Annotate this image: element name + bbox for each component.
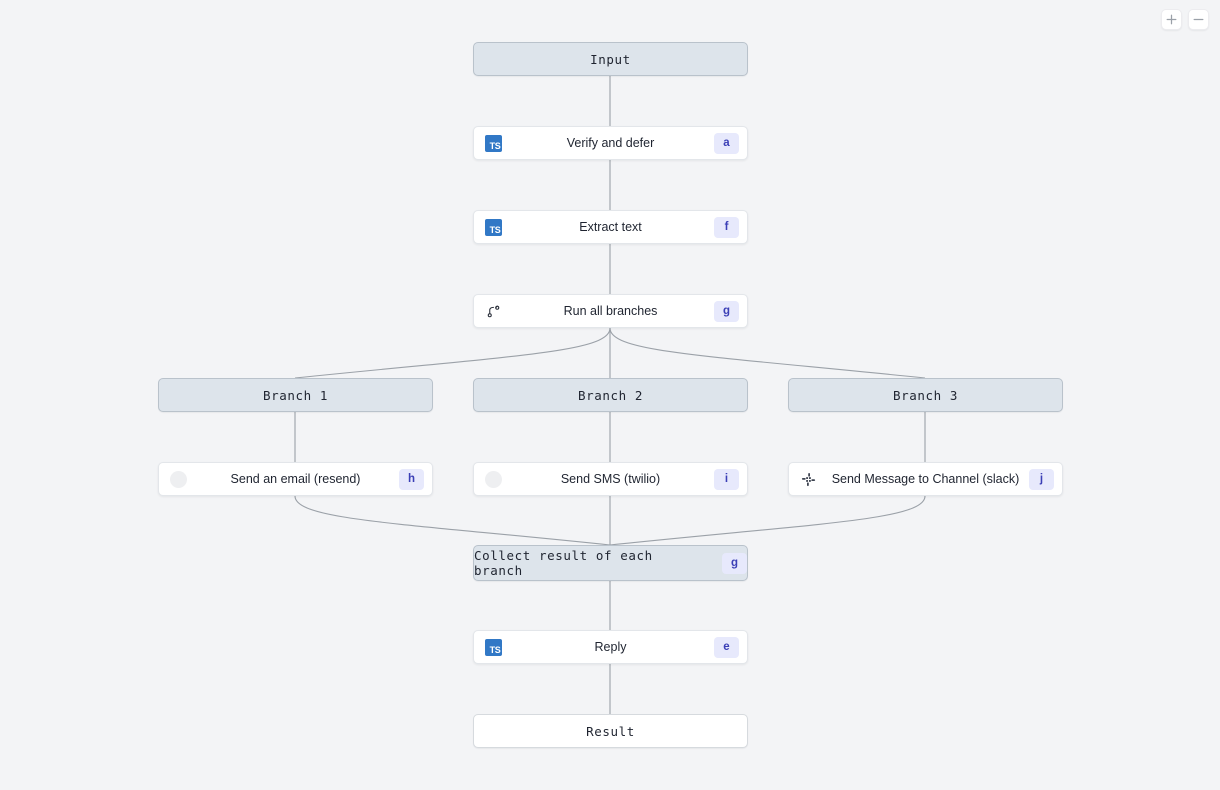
typescript-icon: TS <box>483 133 503 153</box>
node-branch-1[interactable]: Branch 1 <box>158 378 433 412</box>
node-result[interactable]: Result <box>473 714 748 748</box>
node-branch-1-label: Branch 1 <box>262 387 328 403</box>
node-run-all-branches-badge[interactable]: g <box>714 300 739 322</box>
node-result-label: Result <box>586 723 635 739</box>
branch-fork-icon <box>483 301 503 321</box>
node-run-all-branches[interactable]: Run all branches g <box>473 294 748 328</box>
node-send-an-email-label: Send an email (resend) <box>230 472 361 486</box>
node-branch-3-label: Branch 3 <box>892 387 958 403</box>
node-send-message-to-channel-badge[interactable]: j <box>1029 468 1054 490</box>
node-send-sms[interactable]: Send SMS (twilio) i <box>473 462 748 496</box>
node-send-sms-label: Send SMS (twilio) <box>560 472 661 486</box>
node-send-message-to-channel-label: Send Message to Channel (slack) <box>831 472 1020 486</box>
edge-runall-branch3 <box>609 327 926 379</box>
blank-circle-icon <box>483 469 503 489</box>
slack-icon <box>798 469 818 489</box>
node-extract-text[interactable]: TS Extract text f <box>473 210 748 244</box>
edge-slack-collect <box>609 495 926 546</box>
node-reply-badge[interactable]: e <box>714 636 739 658</box>
edge-runall-branch1 <box>294 327 611 379</box>
node-extract-text-badge[interactable]: f <box>714 216 739 238</box>
node-verify-and-defer[interactable]: TS Verify and defer a <box>473 126 748 160</box>
node-reply-label: Reply <box>594 640 627 654</box>
node-input-label: Input <box>590 51 631 67</box>
node-verify-and-defer-label: Verify and defer <box>566 136 655 150</box>
node-run-all-branches-label: Run all branches <box>563 304 658 318</box>
node-send-an-email-badge[interactable]: h <box>399 468 424 490</box>
minus-icon <box>1193 18 1204 21</box>
node-extract-text-label: Extract text <box>579 220 642 234</box>
zoom-out-button[interactable] <box>1188 9 1209 30</box>
node-branch-3[interactable]: Branch 3 <box>788 378 1063 412</box>
node-collect-result-badge[interactable]: g <box>722 552 747 574</box>
edge-email-collect <box>294 495 611 546</box>
zoom-in-button[interactable] <box>1161 9 1182 30</box>
typescript-icon: TS <box>483 637 503 657</box>
node-branch-2-label: Branch 2 <box>577 387 643 403</box>
node-send-sms-badge[interactable]: i <box>714 468 739 490</box>
typescript-icon: TS <box>483 217 503 237</box>
node-send-an-email[interactable]: Send an email (resend) h <box>158 462 433 496</box>
zoom-controls <box>1161 9 1209 30</box>
node-input[interactable]: Input <box>473 42 748 76</box>
node-branch-2[interactable]: Branch 2 <box>473 378 748 412</box>
node-collect-result-label: Collect result of each branch <box>474 548 653 578</box>
node-send-message-to-channel[interactable]: Send Message to Channel (slack) j <box>788 462 1063 496</box>
blank-circle-icon <box>168 469 188 489</box>
node-verify-and-defer-badge[interactable]: a <box>714 132 739 154</box>
node-collect-result[interactable]: Collect result of each branch g <box>473 545 748 581</box>
node-reply[interactable]: TS Reply e <box>473 630 748 664</box>
plus-icon <box>1166 14 1177 25</box>
